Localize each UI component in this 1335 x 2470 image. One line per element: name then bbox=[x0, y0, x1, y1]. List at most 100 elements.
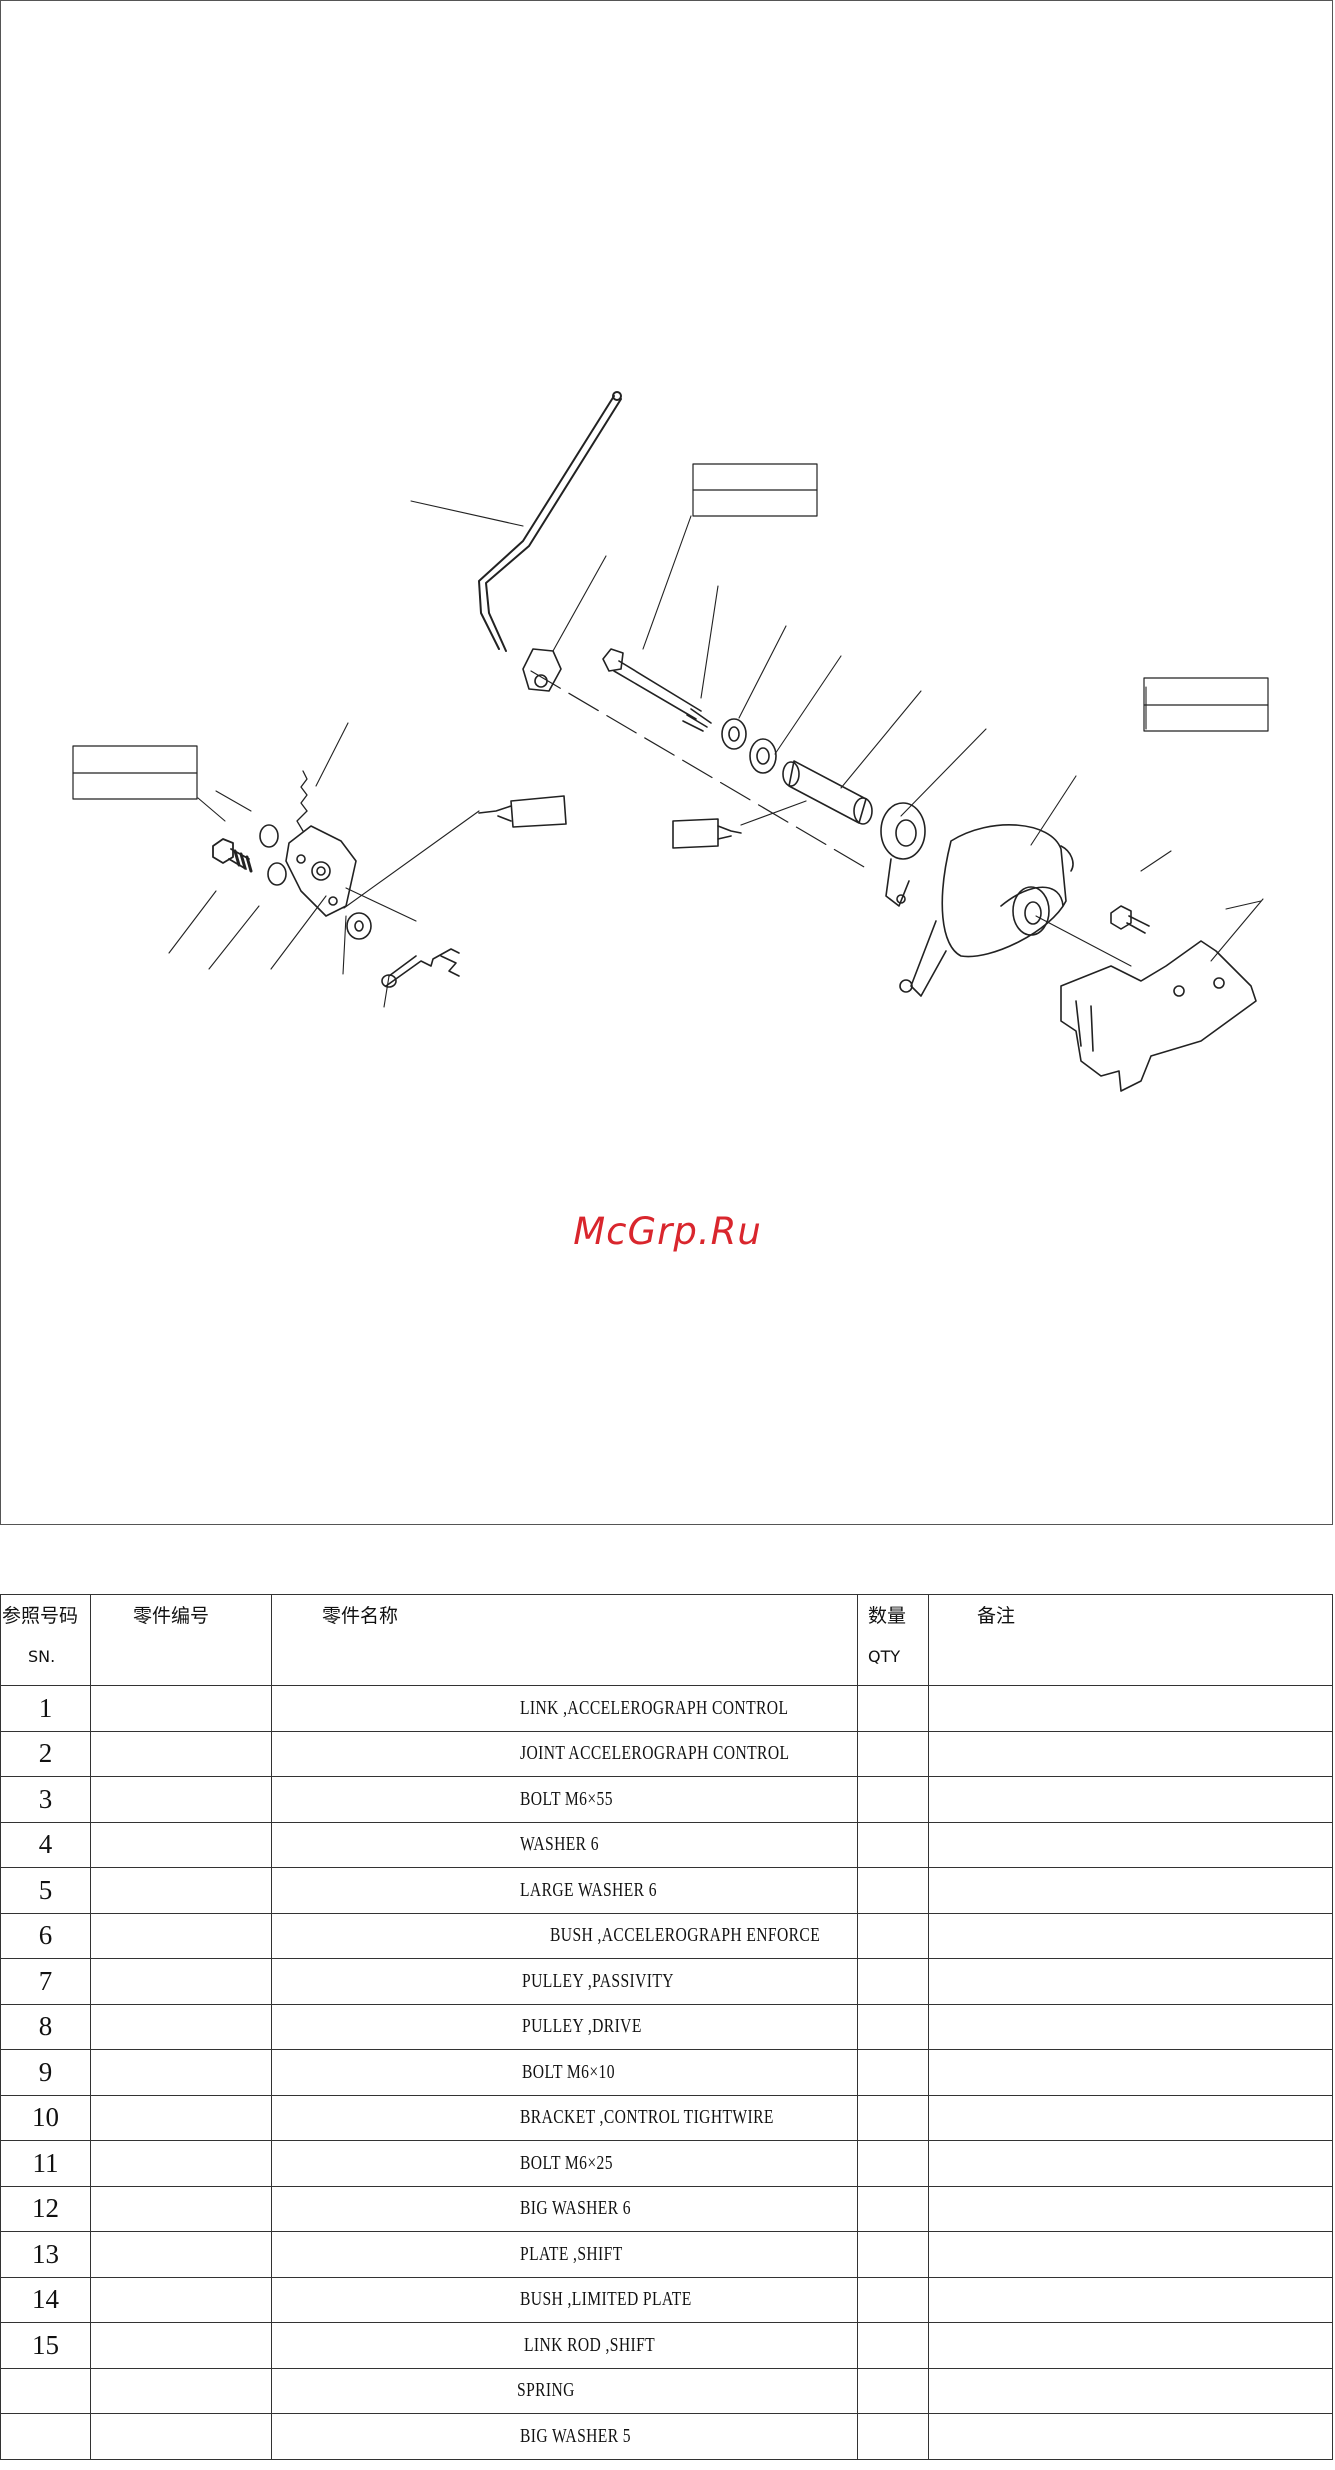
sn-cell: 3 bbox=[0, 1776, 91, 1823]
qty-cell bbox=[857, 1821, 929, 1868]
qty-cell bbox=[857, 2185, 929, 2232]
large-washer-part bbox=[749, 738, 777, 774]
part-number-cell bbox=[90, 1867, 272, 1914]
sn-cell bbox=[0, 2367, 91, 2414]
table-row: 3 BOLT M6×55 bbox=[0, 1776, 1333, 1823]
parts-table: 参照号码 SN. 零件编号 零件名称 数量 QTY 备注 1 LINK ,ACCE… bbox=[0, 1594, 1333, 2460]
sn-cell: 12 bbox=[0, 2185, 91, 2232]
part-name-cell: LARGE WASHER 6 bbox=[271, 1867, 858, 1914]
remarks-header: 备注 bbox=[928, 1594, 1333, 1686]
qty-cell bbox=[857, 1958, 929, 2005]
part-name-text: BIG WASHER 5 bbox=[520, 2424, 632, 2447]
part-name-text: LINK ROD ,SHIFT bbox=[524, 2333, 656, 2356]
part-number-cell bbox=[90, 2003, 272, 2050]
qty-cell bbox=[857, 2322, 929, 2369]
part-number-cell bbox=[90, 2322, 272, 2369]
small-washer-lower bbox=[267, 862, 287, 886]
callout-boxes bbox=[72, 463, 1269, 800]
spring-part bbox=[296, 770, 308, 832]
grease-tube-left bbox=[672, 818, 742, 849]
drive-pulley-part bbox=[899, 824, 1074, 997]
grease-tube-center bbox=[478, 795, 567, 828]
table-row: 1 LINK ,ACCELEROGRAPH CONTROL bbox=[0, 1685, 1333, 1732]
shift-link-rod-part bbox=[381, 948, 460, 988]
qty-header-cn: 数量 bbox=[868, 1605, 907, 1627]
part-name-cell: BRACKET ,CONTROL TIGHTWIRE bbox=[271, 2094, 858, 2141]
part-number-cell bbox=[90, 1821, 272, 1868]
remarks-cell bbox=[928, 1730, 1333, 1777]
part-number-cell bbox=[90, 1730, 272, 1777]
diagram-frame bbox=[0, 0, 1333, 1525]
qty-header-en: QTY bbox=[868, 1647, 901, 1666]
part-name-cell: BUSH ,ACCELEROGRAPH ENFORCE bbox=[271, 1912, 858, 1959]
sn-cell: 8 bbox=[0, 2003, 91, 2050]
part-name-cell: PULLEY ,DRIVE bbox=[271, 2003, 858, 2050]
table-row: 11 BOLT M6×25 bbox=[0, 2140, 1333, 2187]
remarks-header-cn: 备注 bbox=[977, 1605, 1016, 1627]
part-name-text: PULLEY ,PASSIVITY bbox=[522, 1969, 674, 1992]
qty-cell bbox=[857, 2003, 929, 2050]
remarks-cell bbox=[928, 1821, 1333, 1868]
part-name-cell: JOINT ACCELEROGRAPH CONTROL bbox=[271, 1730, 858, 1777]
remarks-cell bbox=[928, 2413, 1333, 2460]
sn-header-cn: 参照号码 bbox=[2, 1605, 79, 1627]
link-rod-part bbox=[478, 391, 622, 652]
part-number-header-cn: 零件编号 bbox=[133, 1605, 210, 1627]
qty-cell bbox=[857, 1867, 929, 1914]
qty-header: 数量 QTY bbox=[857, 1594, 929, 1686]
part-name-cell: PULLEY ,PASSIVITY bbox=[271, 1958, 858, 2005]
part-number-cell bbox=[90, 1958, 272, 2005]
sn-cell: 4 bbox=[0, 1821, 91, 1868]
part-name-text: PULLEY ,DRIVE bbox=[522, 2015, 642, 2038]
table-row: 2 JOINT ACCELEROGRAPH CONTROL bbox=[0, 1730, 1333, 1777]
sn-header-en: SN. bbox=[28, 1647, 56, 1666]
part-name-text: LARGE WASHER 6 bbox=[520, 1878, 657, 1901]
part-name-text: BOLT M6×55 bbox=[520, 1787, 613, 1810]
part-name-cell: LINK ,ACCELEROGRAPH CONTROL bbox=[271, 1685, 858, 1732]
part-name-header: 零件名称 bbox=[271, 1594, 858, 1686]
sn-cell: 11 bbox=[0, 2140, 91, 2187]
part-name-text: JOINT ACCELEROGRAPH CONTROL bbox=[520, 1742, 790, 1765]
table-row: BIG WASHER 5 bbox=[0, 2413, 1333, 2460]
shift-plate-part bbox=[285, 825, 357, 917]
bracket-part bbox=[1060, 940, 1257, 1092]
part-name-text: WASHER 6 bbox=[520, 1833, 599, 1856]
sn-cell: 1 bbox=[0, 1685, 91, 1732]
passive-pulley-part bbox=[880, 802, 926, 907]
remarks-cell bbox=[928, 2003, 1333, 2050]
part-name-text: BUSH ,LIMITED PLATE bbox=[520, 2288, 692, 2311]
part-name-text: BOLT M6×10 bbox=[522, 2060, 615, 2083]
part-name-text: BRACKET ,CONTROL TIGHTWIRE bbox=[520, 2106, 774, 2129]
sn-cell: 2 bbox=[0, 1730, 91, 1777]
remarks-cell bbox=[928, 1912, 1333, 1959]
qty-cell bbox=[857, 2367, 929, 2414]
part-number-cell bbox=[90, 2140, 272, 2187]
part-name-cell: BIG WASHER 5 bbox=[271, 2413, 858, 2460]
table-row: 5 LARGE WASHER 6 bbox=[0, 1867, 1333, 1914]
remarks-cell bbox=[928, 2322, 1333, 2369]
parts-table-body: 1 LINK ,ACCELEROGRAPH CONTROL 2 JOINT ACCEL… bbox=[0, 1685, 1333, 2460]
remarks-cell bbox=[928, 2367, 1333, 2414]
part-number-cell bbox=[90, 1685, 272, 1732]
part-name-text: LINK ,ACCELEROGRAPH CONTROL bbox=[520, 1696, 789, 1719]
small-washer-upper bbox=[259, 824, 279, 848]
part-number-cell bbox=[90, 2367, 272, 2414]
remarks-cell bbox=[928, 2231, 1333, 2278]
part-number-cell bbox=[90, 2231, 272, 2278]
remarks-cell bbox=[928, 1958, 1333, 2005]
sn-cell: 5 bbox=[0, 1867, 91, 1914]
qty-cell bbox=[857, 2094, 929, 2141]
part-name-text: BOLT M6×25 bbox=[520, 2151, 613, 2174]
remarks-cell bbox=[928, 2049, 1333, 2096]
table-header-row: 参照号码 SN. 零件编号 零件名称 数量 QTY 备注 bbox=[0, 1594, 1333, 1686]
bush-part bbox=[782, 760, 873, 825]
part-name-text: BUSH ,ACCELEROGRAPH ENFORCE bbox=[550, 1924, 821, 1947]
part-name-cell: SPRING bbox=[271, 2367, 858, 2414]
part-name-header-cn: 零件名称 bbox=[322, 1605, 399, 1627]
table-row: 15 LINK ROD ,SHIFT bbox=[0, 2322, 1333, 2369]
sn-cell: 15 bbox=[0, 2322, 91, 2369]
